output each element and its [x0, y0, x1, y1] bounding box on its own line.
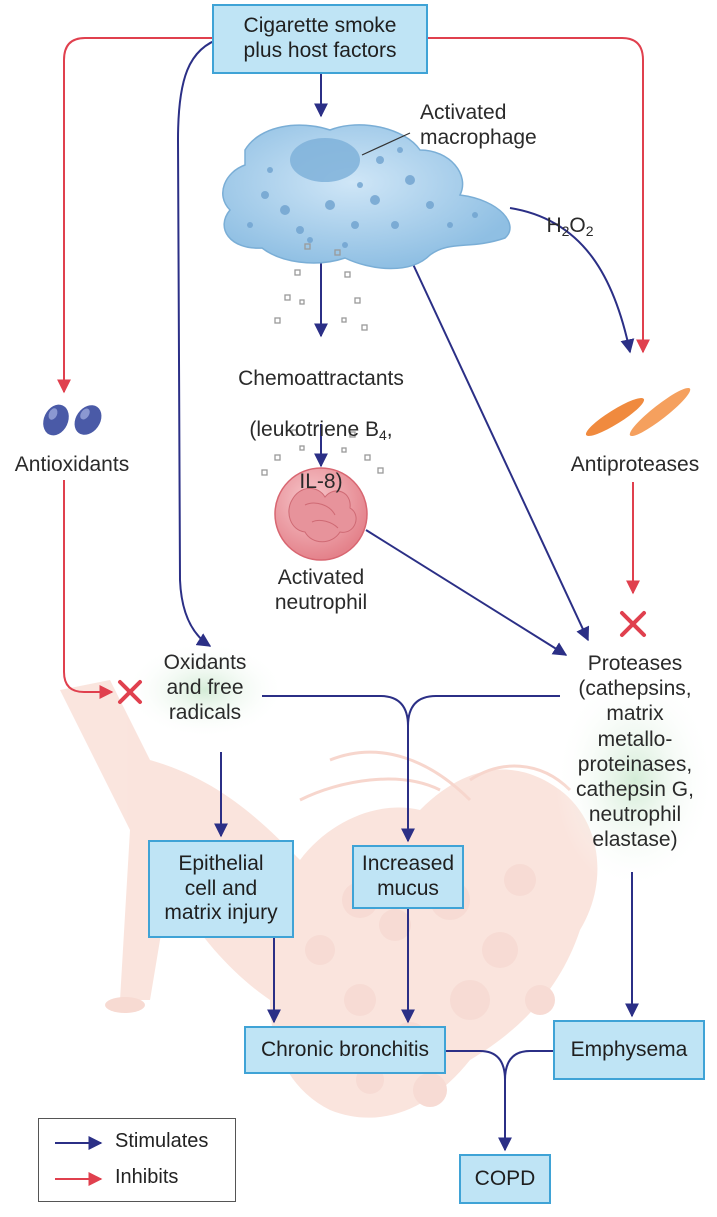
macrophage-label: Activated macrophage: [420, 101, 537, 150]
inhibition-x-icon: [118, 680, 142, 704]
neutrophil-cell-icon: [274, 467, 368, 561]
antioxidant-molecules-icon: [43, 404, 102, 436]
increased-mucus-box: Increased mucus: [352, 845, 464, 909]
macrophage-cell-icon: [222, 124, 511, 270]
chemoattractants-label: Chemoattractants (leukotriene B4, IL-8): [238, 367, 404, 493]
epithelial-injury-box: Epithelial cell and matrix injury: [148, 840, 294, 938]
stimulate-arrows: [176, 37, 639, 1152]
legend-stimulates-label: Stimulates: [115, 1130, 209, 1152]
antioxidants-label: Antioxidants: [14, 453, 130, 476]
emphysema-box: Emphysema: [553, 1020, 705, 1080]
legend: Stimulates Inhibits: [38, 1118, 236, 1202]
chronic-bronchitis-box: Chronic bronchitis: [244, 1026, 446, 1074]
copd-box: COPD: [459, 1154, 551, 1204]
antiprotease-molecules-icon: [585, 387, 691, 437]
antiproteases-label: Antiproteases: [570, 453, 700, 476]
h2o2-label: H2O2: [546, 214, 594, 240]
oxidants-label: Oxidants and free radicals: [163, 651, 247, 725]
inhibition-x-icon: [620, 611, 646, 637]
proteases-label: Proteases (cathepsins, matrix metallo- p…: [576, 652, 694, 852]
chemoattractant-particles: [261, 243, 384, 476]
legend-inhibits-label: Inhibits: [115, 1166, 179, 1188]
cigarette-smoke-box: Cigarette smoke plus host factors: [212, 4, 428, 74]
neutrophil-label: Activated neutrophil: [274, 566, 368, 615]
inhibit-arrows: [57, 37, 650, 699]
